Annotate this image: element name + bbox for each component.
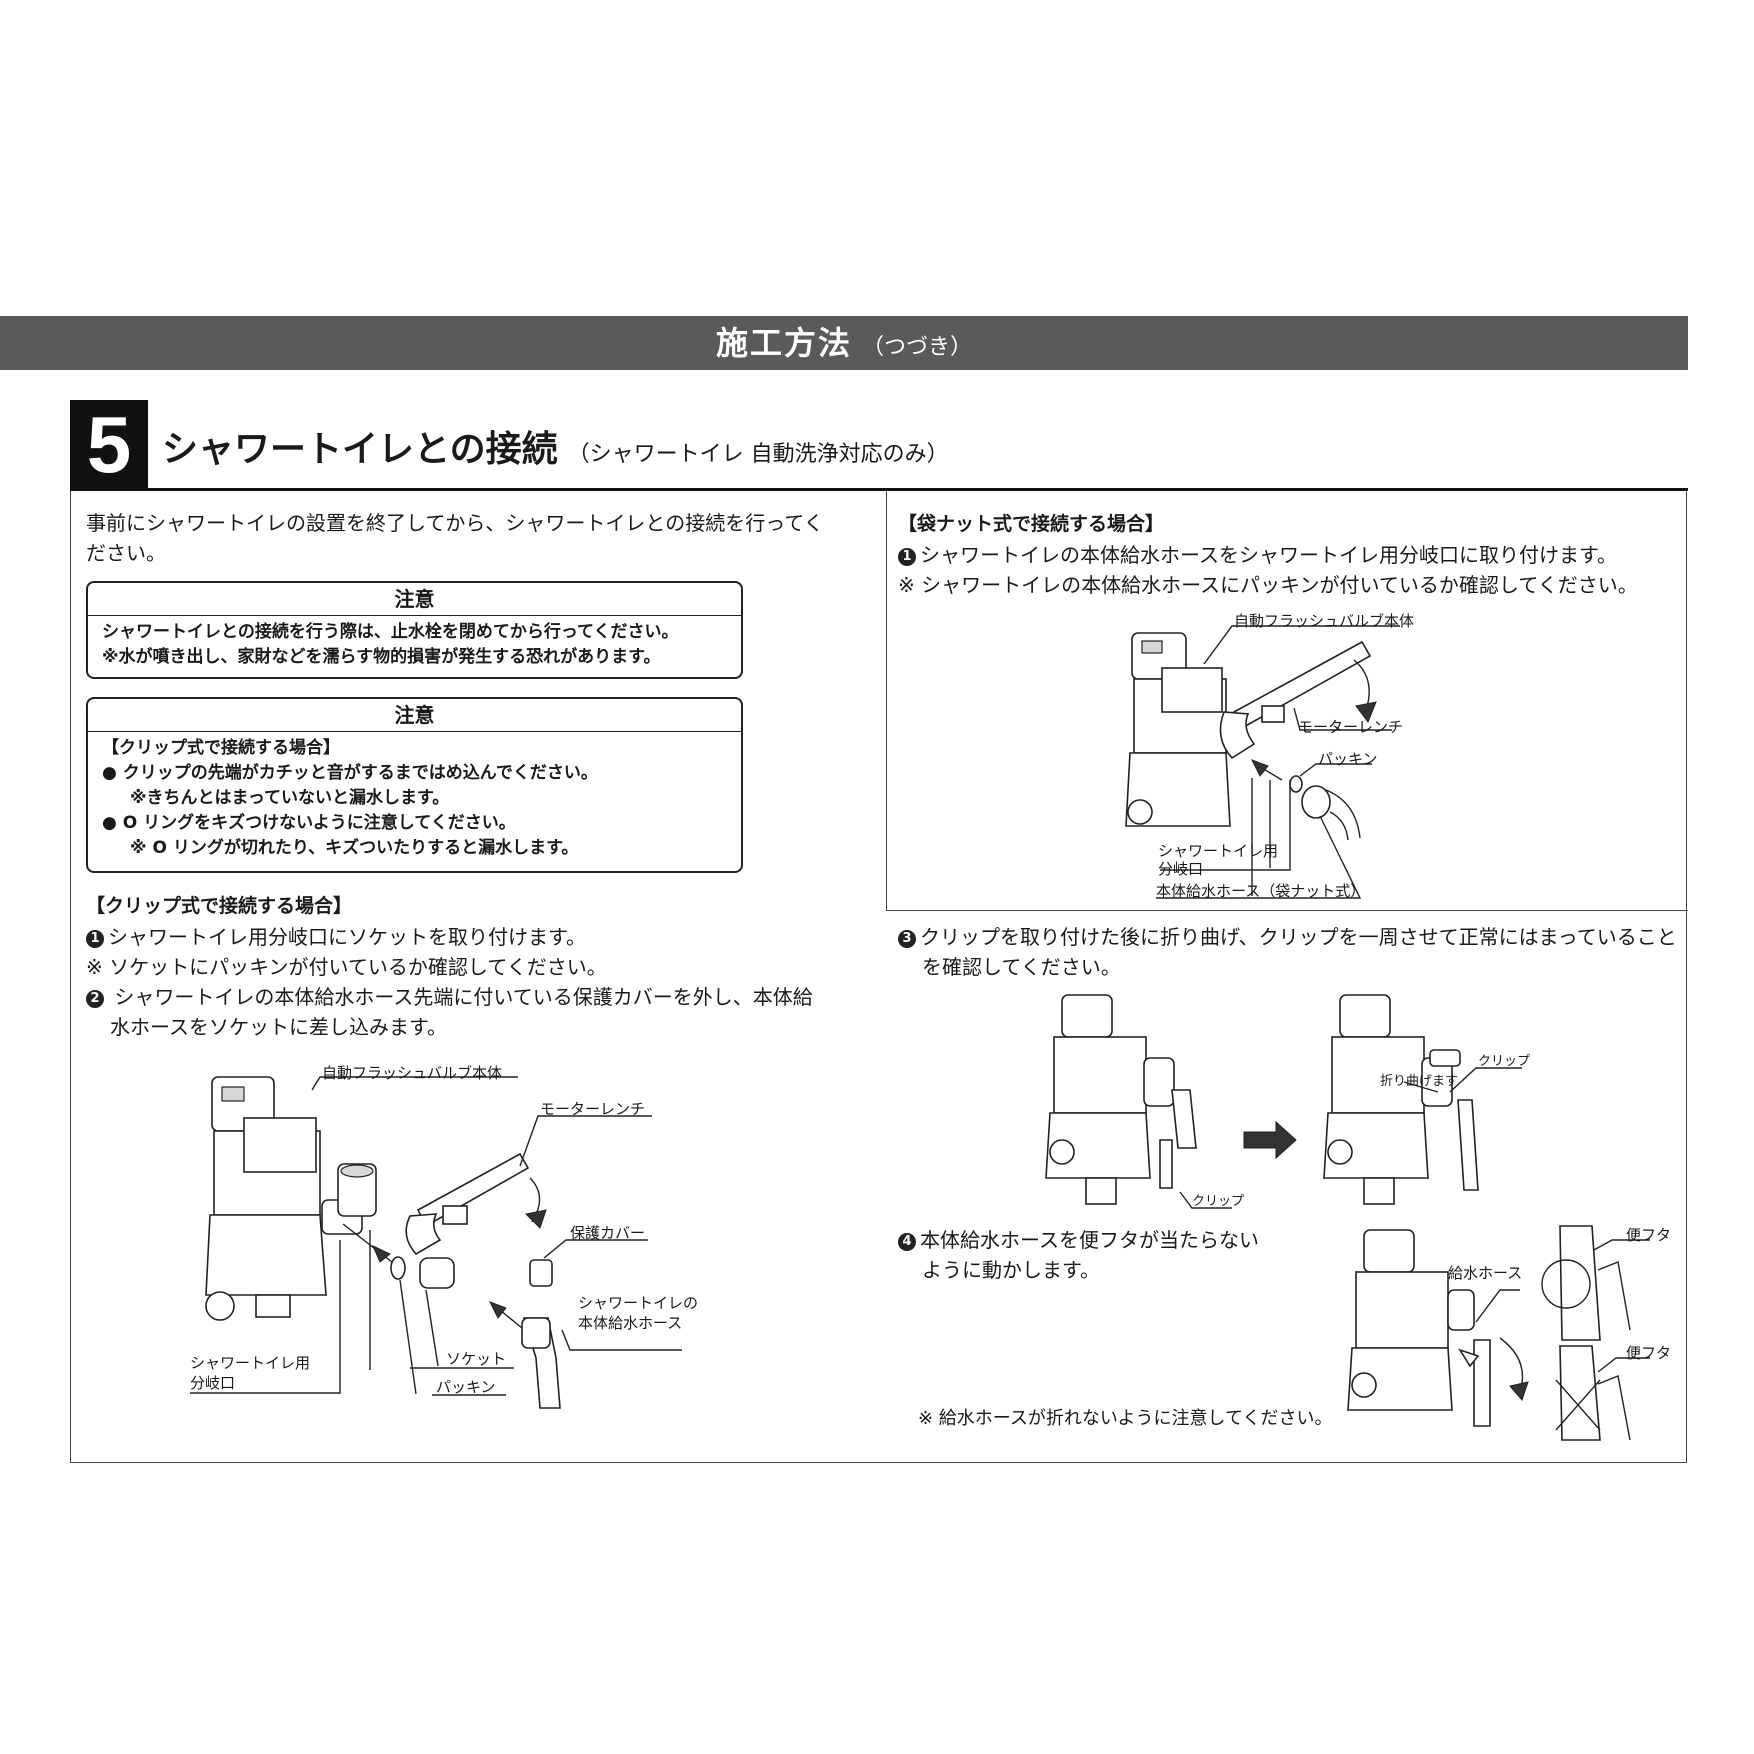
- content-frame: [70, 491, 1687, 1463]
- hose-nut-drawing: [1301, 785, 1361, 841]
- label-wrench: モーターレンチ: [1298, 718, 1404, 736]
- flush-valve-body-drawing: [1125, 632, 1231, 827]
- lid-ng-drawing: [1555, 1345, 1631, 1441]
- intro-line-2: ださい。: [86, 541, 166, 565]
- step-4-text: 本体給水ホースを便フタが当たらない: [920, 1228, 1259, 1252]
- step-3-text: クリップを取り付けた後に折り曲げ、クリップを一周させて正常にはまっていること: [920, 925, 1677, 949]
- label-branch-line-2: 分岐口: [1158, 860, 1204, 878]
- section-title: シャワートイレとの接続 （シャワートイレ 自動洗浄対応のみ）: [162, 420, 949, 472]
- caution-note: ※きちんとはまっていないと漏水します。: [130, 788, 450, 808]
- label-hose-line-2: 本体給水ホース: [578, 1314, 683, 1332]
- caution-title: 注意: [88, 699, 741, 732]
- caution-box-1: 注意 シャワートイレとの接続を行う際は、止水栓を閉めてから行ってください。 ※水…: [86, 581, 743, 679]
- nut-type-box: [886, 491, 1688, 911]
- clip-step-2-text: シャワートイレの本体給水ホース先端に付いている保護カバーを外し、本体給: [108, 985, 813, 1009]
- section-rule: [70, 488, 1688, 491]
- label-hose: 給水ホース: [1448, 1264, 1523, 1282]
- label-lid-b: 便フタ: [1626, 1344, 1672, 1362]
- label-packing: パッキン: [1318, 750, 1378, 768]
- step-number: 1: [86, 930, 104, 948]
- label-fold: 折り曲げます: [1380, 1074, 1459, 1089]
- label-protective-cover: 保護カバー: [570, 1224, 646, 1242]
- clip-step-2-line-2: 水ホースをソケットに差し込みます。: [110, 1015, 447, 1039]
- wrench-drawing: [405, 1152, 530, 1256]
- label-hose: 本体給水ホース（袋ナット式）: [1156, 882, 1366, 900]
- valve-drawing: [1347, 1229, 1491, 1427]
- label-branch-line-2: 分岐口: [190, 1374, 236, 1392]
- label-branch-line-1: シャワートイレ用: [190, 1354, 311, 1372]
- page-subtitle: （つづき）: [862, 335, 973, 360]
- caution-bullet: ● クリップの先端がカチッと音がするまではめ込んでください。: [102, 763, 598, 783]
- caution-bullet: ● O リングをキズつけないように注意してください。: [102, 813, 516, 833]
- nut-heading: 【袋ナット式で接続する場合】: [898, 513, 1165, 535]
- step-4-line-2: ように動かします。: [922, 1258, 1100, 1282]
- step-3-line-2: を確認してください。: [922, 955, 1121, 979]
- clip-step-1-note: ※ ソケットにパッキンが付いているか確認してください。: [86, 955, 607, 979]
- step-number: 3: [898, 930, 916, 948]
- label-lid-a: 便フタ: [1626, 1226, 1672, 1244]
- wrench-drawing: [1219, 640, 1372, 760]
- label-packing: パッキン: [436, 1378, 496, 1396]
- nut-step-1-note: ※ シャワートイレの本体給水ホースにパッキンが付いているか確認してください。: [898, 573, 1638, 597]
- flush-valve-body-drawing: [205, 1076, 377, 1321]
- caution-title: 注意: [88, 583, 741, 616]
- clip-heading: 【クリップ式で接続する場合】: [86, 895, 353, 917]
- clip-step-2: 2 シャワートイレの本体給水ホース先端に付いている保護カバーを外し、本体給: [86, 982, 813, 1012]
- caution-note: ※ O リングが切れたり、キズついたりすると漏水します。: [130, 838, 579, 858]
- page-header-band: 施工方法 （つづき）: [0, 316, 1688, 370]
- step-number: 4: [898, 1233, 916, 1251]
- valve-after-drawing: [1323, 994, 1479, 1205]
- label-wrench: モーターレンチ: [540, 1100, 646, 1118]
- valve-before-drawing: [1045, 994, 1197, 1205]
- intro-line-1: 事前にシャワートイレの設置を終了してから、シャワートイレとの接続を行ってく: [86, 511, 824, 535]
- packing-drawing: [390, 1256, 406, 1280]
- socket-drawing: [419, 1257, 455, 1289]
- label-hose-line-1: シャワートイレの: [578, 1294, 699, 1312]
- protective-cover-drawing: [529, 1259, 553, 1287]
- caution-box-2: 注意 【クリップ式で接続する場合】 ● クリップの先端がカチッと音がするまではめ…: [86, 697, 743, 873]
- section-subtitle: （シャワートイレ 自動洗浄対応のみ）: [567, 442, 949, 467]
- label-valve-body: 自動フラッシュバルブ本体: [322, 1064, 503, 1082]
- label-clip-a: クリップ: [1192, 1194, 1245, 1209]
- hose-drawing: [521, 1317, 561, 1409]
- caution-line: ※水が噴き出し、家財などを濡らす物的損害が発生する恐れがあります。: [102, 647, 661, 667]
- label-socket: ソケット: [446, 1350, 507, 1368]
- section-number: 5: [70, 400, 148, 490]
- caution-heading: 【クリップ式で接続する場合】: [102, 738, 340, 758]
- step-number: 2: [86, 990, 104, 1008]
- clip-step-1-text: シャワートイレ用分岐口にソケットを取り付けます。: [108, 925, 586, 949]
- label-valve-body: 自動フラッシュバルブ本体: [1234, 612, 1415, 630]
- lid-ok-drawing: [1541, 1225, 1631, 1341]
- nut-step-1-text: シャワートイレの本体給水ホースをシャワートイレ用分岐口に取り付けます。: [920, 543, 1617, 567]
- label-branch-line-1: シャワートイレ用: [1158, 842, 1279, 860]
- step-number: 1: [898, 548, 916, 566]
- step-4-note: ※ 給水ホースが折れないように注意してください。: [918, 1408, 1333, 1429]
- section-title-text: シャワートイレとの接続: [162, 429, 558, 470]
- label-clip-b: クリップ: [1478, 1054, 1531, 1069]
- page-title: 施工方法: [715, 324, 852, 362]
- caution-line: シャワートイレとの接続を行う際は、止水栓を閉めてから行ってください。: [102, 622, 679, 642]
